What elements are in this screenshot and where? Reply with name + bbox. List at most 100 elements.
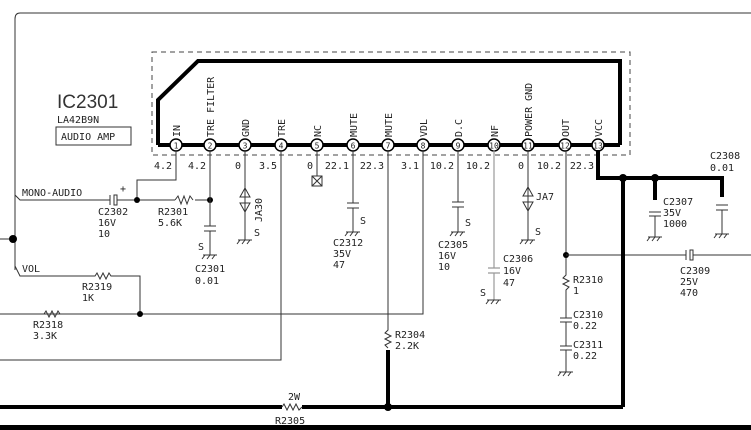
output-network [560, 150, 572, 372]
label-ja30: JA30 [254, 198, 265, 222]
label-c2302-voltage: 16V [98, 218, 116, 229]
label-c2302: C2302 [98, 207, 128, 218]
label-r2301-value: 5.6K [158, 218, 182, 229]
ground-label: S [480, 288, 486, 299]
label-c2307-value: 1000 [663, 219, 687, 230]
pin-voltage: 3.5 [259, 161, 277, 172]
pin-voltage: 10.2 [466, 161, 490, 172]
capacitor-c2312 [347, 150, 359, 232]
ic-ref: IC2301 [57, 92, 118, 113]
label-c2310-value: 0.22 [573, 321, 597, 332]
label-c2307-voltage: 35V [663, 208, 681, 219]
nc-marker-icon [311, 150, 323, 187]
pin-number: 3 [243, 142, 248, 151]
label-ja7: JA7 [536, 192, 554, 203]
capacitor-c2308 [716, 204, 728, 234]
ground-icon [646, 236, 662, 242]
bottom-edge-bar [0, 425, 751, 430]
pin-name: MUTE [349, 113, 360, 137]
pin-number: 8 [421, 142, 426, 151]
pin-name: D.C [454, 119, 465, 137]
pin-voltage: 3.1 [401, 161, 419, 172]
pin-number: 1 [174, 142, 179, 151]
ground-icon [485, 299, 501, 305]
ic-dashed-outline [151, 51, 631, 156]
capacitor-c2307 [649, 211, 661, 237]
junction-dot [9, 235, 17, 243]
pin-name: OUT [561, 119, 572, 137]
pin-number: 10 [489, 142, 499, 151]
pin-name: VCC [594, 119, 605, 137]
ground-label: S [198, 242, 204, 253]
label-c2305-voltage: 16V [438, 251, 456, 262]
pin-number: 7 [386, 142, 391, 151]
label-r2319: R2319 [82, 282, 112, 293]
pin-voltage: 4.2 [188, 161, 206, 172]
capacitor-c2302 [109, 194, 118, 206]
label-r2301: R2301 [158, 207, 188, 218]
pin-number: 4 [279, 142, 284, 151]
label-c2309: C2309 [680, 266, 710, 277]
pin-marker [558, 138, 572, 152]
label-c2306: C2306 [503, 254, 533, 265]
label-c2301-value: 0.01 [195, 276, 219, 287]
jumper-ja30 [239, 150, 251, 240]
resistor-r2305 [281, 402, 303, 412]
label-c2308-value: 0.01 [710, 163, 734, 174]
pin-name: GND [241, 119, 252, 137]
pin-name: VDL [419, 119, 430, 137]
capacitor-c2309 [566, 249, 751, 261]
pin-number: 2 [208, 142, 213, 151]
net-mono-audio: MONO-AUDIO [22, 188, 82, 199]
label-c2301: C2301 [195, 264, 225, 275]
label-r2305-rating: 2W [288, 392, 301, 403]
pin-name: NF [490, 125, 501, 137]
ground-icon [713, 233, 729, 239]
resistor-r2301 [174, 194, 194, 206]
ground-icon [201, 254, 217, 260]
pin-number: 5 [315, 142, 320, 151]
pin-name: NC [313, 125, 324, 137]
ground-label: S [254, 228, 260, 239]
label-r2310: R2310 [573, 275, 603, 286]
pin-voltage: 4.2 [154, 161, 172, 172]
pin-name: TRE FILTER [206, 76, 217, 137]
label-c2310: C2310 [573, 310, 603, 321]
ic-function: AUDIO AMP [61, 132, 115, 143]
ground-label: S [465, 218, 471, 229]
net-vol: VOL [22, 264, 40, 275]
capacitor-c2305 [452, 150, 464, 232]
label-c2309-value: 470 [680, 288, 698, 299]
label-r2318-value: 3.3K [33, 331, 57, 342]
label-c2306-voltage: 16V [503, 266, 521, 277]
label-c2309-voltage: 25V [680, 277, 698, 288]
capacitor-c2301 [204, 150, 216, 255]
label-r2305: R2305 [275, 416, 305, 427]
pin-voltage: 0 [518, 161, 524, 172]
ground-icon [557, 371, 573, 377]
ic-function-box [55, 126, 132, 146]
capacitor-c2306 [488, 150, 500, 300]
junction-dot [137, 311, 143, 317]
label-r2304-value: 2.2K [395, 341, 419, 352]
polarity-plus: + [120, 184, 126, 195]
pin-name: TRE [277, 119, 288, 137]
label-c2302-value: 10 [98, 229, 110, 240]
label-r2310-value: 1 [573, 286, 579, 297]
resistor-r2304 [383, 150, 393, 349]
pin-voltage: 10.2 [430, 161, 454, 172]
label-r2319-value: 1K [82, 293, 94, 304]
label-c2307: C2307 [663, 197, 693, 208]
ground-icon [519, 239, 535, 245]
pin-voltage: 22.1 [325, 161, 349, 172]
junction-dot [134, 197, 140, 203]
pin-number: 13 [593, 142, 603, 151]
junction-dot [619, 174, 627, 182]
pin-voltage: 0 [235, 161, 241, 172]
ground-icon [449, 231, 465, 237]
ground-icon [236, 239, 252, 245]
label-c2305: C2305 [438, 240, 468, 251]
jumper-ja7 [522, 150, 534, 240]
